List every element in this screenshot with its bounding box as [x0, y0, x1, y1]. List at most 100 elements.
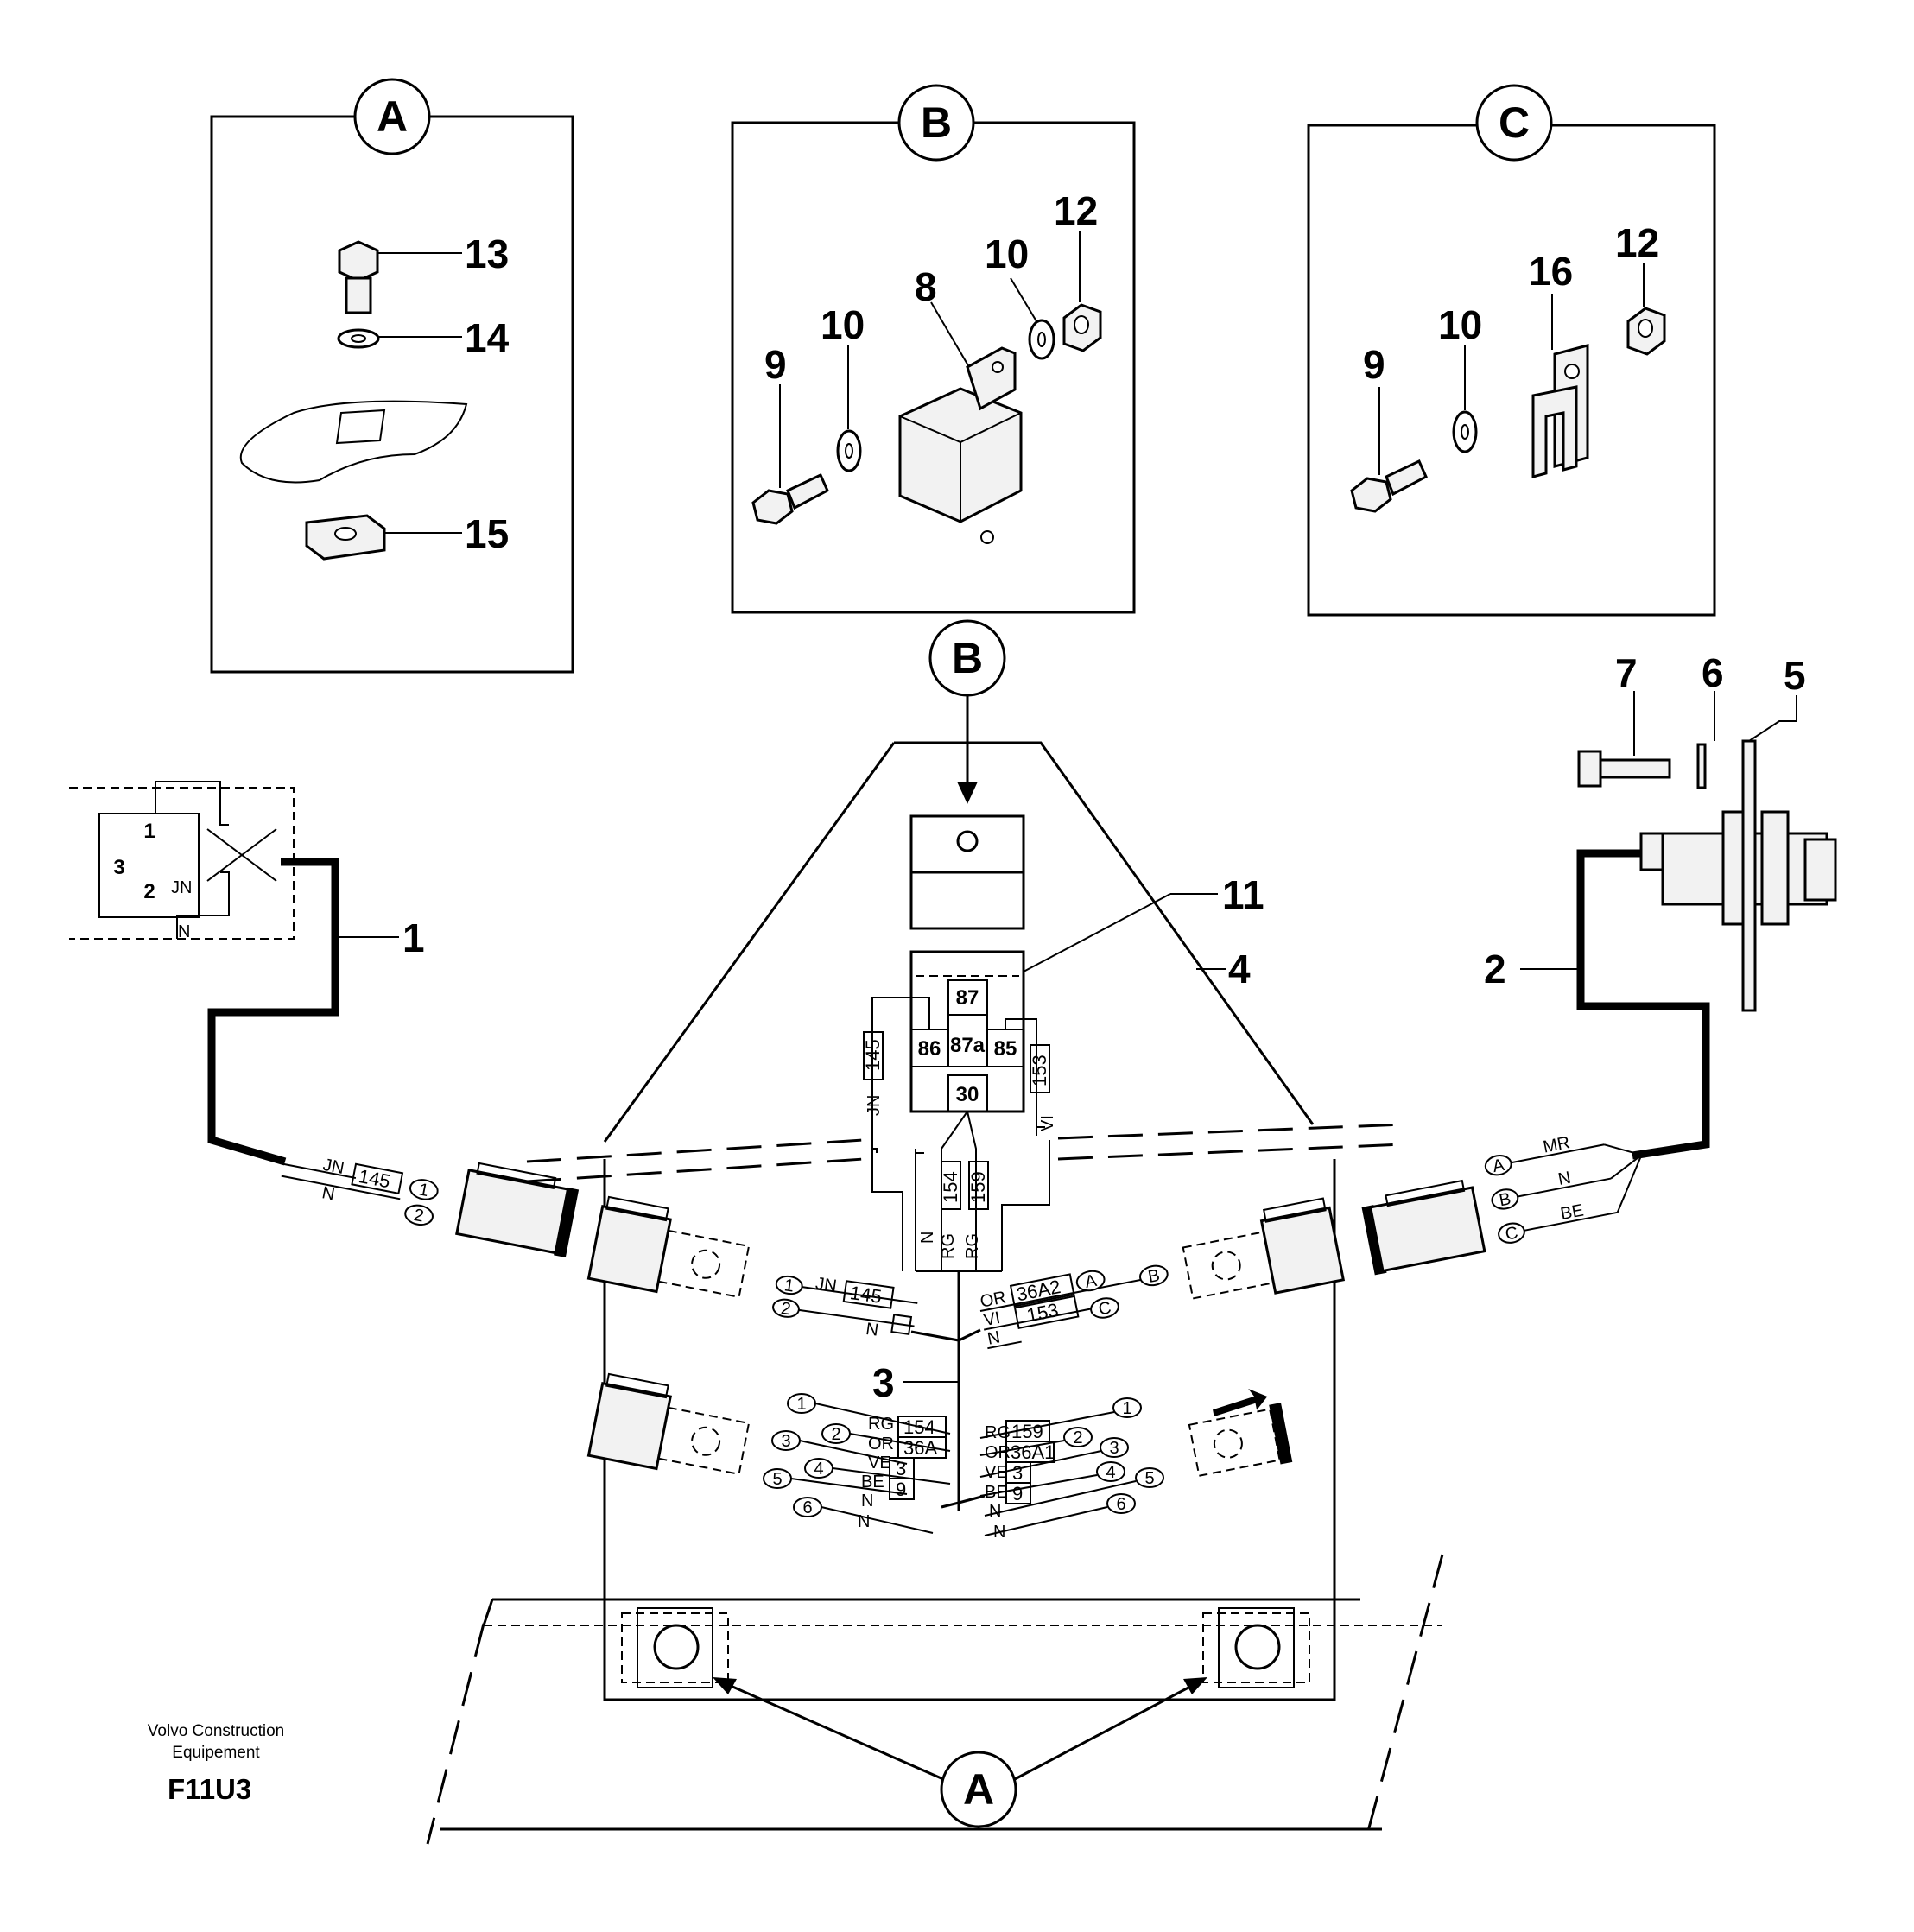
- callout-c9: 9: [1363, 342, 1385, 387]
- washer-icon: [1028, 319, 1055, 360]
- svg-text:36A1: 36A1: [1011, 1441, 1055, 1463]
- right-harness: A B C MR N BE: [1484, 1133, 1643, 1245]
- view-a-letter: A: [377, 92, 408, 141]
- svg-text:6: 6: [1116, 1495, 1125, 1514]
- svg-text:BE: BE: [985, 1483, 1008, 1502]
- connector-left-outer: [455, 1162, 580, 1257]
- callout-2: 2: [1484, 947, 1506, 991]
- relay-pin-30: 30: [956, 1083, 979, 1106]
- svg-text:JN: JN: [321, 1156, 345, 1178]
- svg-text:3: 3: [781, 1432, 790, 1451]
- nut-icon: [1626, 307, 1666, 356]
- callout-10b: 10: [985, 231, 1029, 276]
- svg-text:3: 3: [1109, 1439, 1119, 1458]
- sensor-wire-n: N: [178, 922, 190, 941]
- svg-text:2: 2: [831, 1425, 840, 1444]
- callout-8: 8: [915, 264, 937, 309]
- callout-11: 11: [1222, 872, 1264, 917]
- mount-view-letter: A: [963, 1765, 994, 1814]
- detail-view-b: B 8 9 10 10 12: [731, 84, 1136, 614]
- washer-6: [1696, 691, 1715, 789]
- callout-c12: 12: [1615, 220, 1659, 265]
- svg-text:A: A: [1491, 1156, 1506, 1176]
- sensor-wire-jn: JN: [171, 878, 192, 897]
- cage-nut-icon: [305, 514, 386, 561]
- svg-text:1: 1: [417, 1180, 430, 1200]
- bolt-icon: [1350, 459, 1428, 513]
- callout-10a: 10: [821, 302, 865, 347]
- callout-7: 7: [1615, 650, 1638, 695]
- relay-view-letter: B: [952, 634, 983, 682]
- callout-1: 1: [402, 915, 425, 960]
- svg-text:N: N: [858, 1512, 870, 1531]
- svg-text:145: 145: [849, 1282, 884, 1308]
- svg-text:3: 3: [896, 1458, 906, 1479]
- relay-pin-87a: 87a: [950, 1034, 986, 1057]
- relay-box-154: 154: [940, 1171, 961, 1203]
- svg-text:N: N: [865, 1320, 879, 1340]
- svg-text:B: B: [1146, 1266, 1161, 1287]
- svg-text:BE: BE: [1559, 1201, 1585, 1225]
- right-sensor: [1639, 810, 1837, 926]
- svg-text:4: 4: [814, 1460, 823, 1479]
- detail-view-c: C 9 10 16 12: [1307, 84, 1716, 617]
- washer-icon: [1452, 410, 1478, 453]
- mid-left-harness: 1 2 JN N 145: [772, 1274, 918, 1340]
- svg-text:RG: RG: [868, 1415, 894, 1434]
- brand-line-1: Volvo Construction: [147, 1722, 285, 1740]
- callout-15: 15: [465, 511, 509, 556]
- svg-text:OR: OR: [868, 1435, 894, 1454]
- bolt-7: [1577, 691, 1671, 788]
- relay-pin-87: 87: [956, 986, 979, 1010]
- connector-right-outer: [1361, 1179, 1486, 1276]
- brand-label: Volvo Construction Equipement: [130, 1720, 302, 1764]
- relay-box-153: 153: [1029, 1055, 1050, 1086]
- relay-wire-vi: VI: [1038, 1115, 1057, 1131]
- svg-text:OR: OR: [979, 1288, 1008, 1311]
- connector-left-inner: [586, 1195, 751, 1299]
- callout-5: 5: [1784, 653, 1806, 698]
- svg-text:N: N: [986, 1327, 1001, 1348]
- svg-text:36A: 36A: [903, 1437, 937, 1459]
- relay-wire-n: N: [918, 1232, 937, 1244]
- callout-13: 13: [465, 231, 509, 276]
- mount-left: [621, 1607, 729, 1688]
- callout-6: 6: [1702, 650, 1724, 695]
- relay-wire-rg1: RG: [939, 1233, 958, 1259]
- svg-text:5: 5: [1144, 1469, 1154, 1488]
- view-a-badge: [353, 78, 431, 155]
- svg-text:A: A: [1083, 1271, 1099, 1292]
- svg-text:VE: VE: [985, 1463, 1008, 1482]
- svg-text:145: 145: [357, 1165, 392, 1193]
- relay-box-159: 159: [967, 1171, 989, 1203]
- svg-text:3: 3: [1012, 1462, 1023, 1484]
- svg-text:N: N: [320, 1183, 336, 1204]
- detail-view-a: A 13 14 15: [210, 78, 574, 674]
- sensor-pin-3: 3: [113, 856, 124, 879]
- svg-text:2: 2: [412, 1206, 425, 1226]
- svg-text:C: C: [1097, 1298, 1112, 1319]
- bolt-icon: [751, 472, 829, 525]
- bolt-icon: [338, 240, 379, 314]
- connector-low-right: [1188, 1389, 1293, 1477]
- svg-text:N: N: [1556, 1169, 1572, 1189]
- relay-pin-86: 86: [918, 1037, 941, 1061]
- nut-icon: [1062, 303, 1102, 352]
- svg-text:N: N: [861, 1492, 873, 1511]
- view-c-letter: C: [1499, 98, 1530, 147]
- callout-9: 9: [764, 342, 787, 387]
- svg-text:C: C: [1504, 1223, 1519, 1244]
- relay-icon: [898, 346, 1023, 544]
- svg-text:B: B: [1498, 1189, 1512, 1210]
- svg-text:154: 154: [903, 1416, 935, 1438]
- svg-text:5: 5: [772, 1470, 782, 1489]
- main-assembly: A 87 87a 86 85 30 145 153 15: [426, 741, 1444, 1845]
- relay-pin-85: 85: [994, 1037, 1017, 1061]
- mount-view-pointer: A: [713, 1677, 1207, 1828]
- relay-box-145: 145: [862, 1039, 884, 1071]
- relay-wire-jn: JN: [865, 1095, 884, 1116]
- brand-line-2: Equipement: [172, 1744, 260, 1762]
- washer-icon: [337, 328, 380, 349]
- svg-text:159: 159: [1011, 1421, 1043, 1442]
